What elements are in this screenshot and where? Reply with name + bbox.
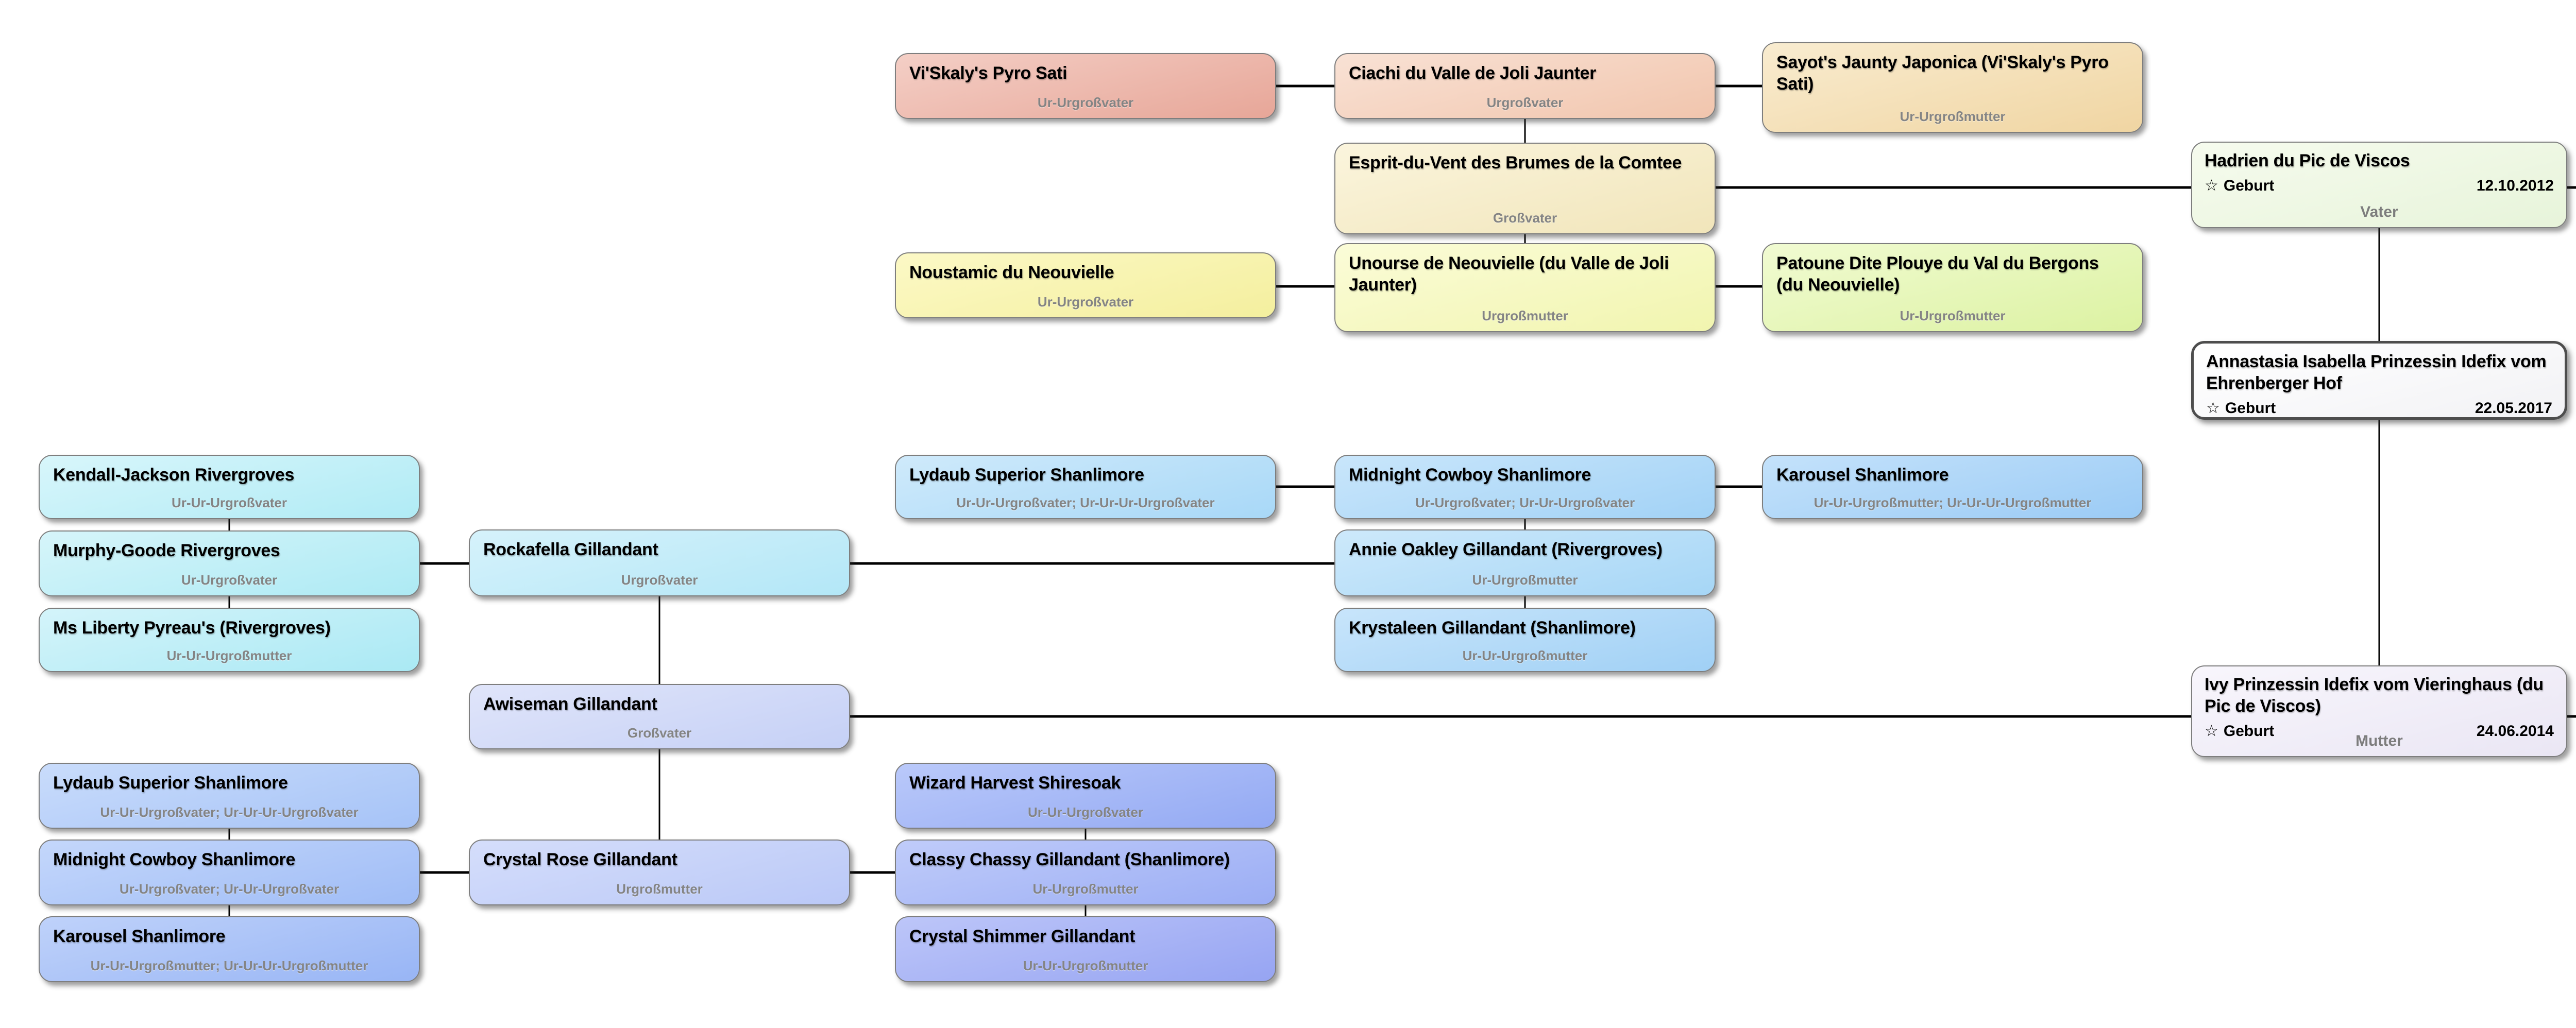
kinship-label: Ur-Urgroßmutter [1900,308,2006,323]
kinship-label: Urgroßvater [1486,95,1564,110]
pedigree-node-hadrien[interactable]: Hadrien du Pic de Viscos ☆ Geburt 12.10.201… [2191,142,2567,228]
pedigree-node-ms-liberty[interactable]: Ms Liberty Pyreau's (Rivergroves) Ur-Ur-U… [39,608,420,672]
kinship-label: Ur-Urgroßvater; Ur-Ur-Urgroßvater [119,881,340,897]
kinship-label: Urgroßmutter [616,881,703,897]
kinship-label: Ur-Ur-Urgroßmutter [166,648,292,663]
kinship-label: Urgroßmutter [1482,308,1568,323]
kinship-label: Ur-Ur-Urgroßvater [1028,804,1143,820]
pedigree-node-sayot[interactable]: Sayot's Jaunty Japonica (Vi'Skaly's Pyro… [1762,42,2143,133]
kinship-label: Ur-Urgroßmutter [1472,572,1578,588]
dog-name: Midnight Cowboy Shanlimore [53,850,296,869]
kinship-label: Ur-Ur-Urgroßvater [172,495,287,510]
kinship-label: Großvater [627,725,692,741]
kinship-label: Ur-Ur-Urgroßmutter [1023,958,1148,973]
birth-word: Geburt [2223,723,2275,740]
dog-name: Sayot's Jaunty Japonica (Vi'Skaly's Pyro… [1776,53,2109,94]
dog-name: Midnight Cowboy Shanlimore [1349,465,1591,485]
dog-name: Murphy-Goode Rivergroves [53,541,280,560]
pedigree-node-classy-chassy[interactable]: Classy Chassy Gillandant (Shanlimore) Ur-… [895,839,1276,905]
dog-name: Ivy Prinzessin Idefix vom Vieringhaus (d… [2205,675,2544,716]
dog-name: Hadrien du Pic de Viscos [2205,151,2410,170]
relation-label: Vater [2360,203,2398,220]
birth-date: 22.05.2017 [2475,400,2552,417]
dog-name: Wizard Harvest Shiresoak [909,773,1121,793]
kinship-label: Ur-Urgroßmutter [1032,881,1139,897]
dog-name: Patoune Dite Plouye du Val du Bergons (d… [1776,253,2099,295]
dog-name: Krystaleen Gillandant (Shanlimore) [1349,618,1636,638]
birth-star-icon: ☆ [2206,400,2220,417]
kinship-label: Ur-Ur-Urgroßmutter; Ur-Ur-Ur-Urgroßmutte… [1814,495,2092,510]
kinship-label: Ur-Ur-Urgroßmutter [1462,648,1588,663]
birth-event-row: ☆ Geburt 12.10.2012 [2205,177,2554,195]
pedigree-node-ivy[interactable]: Ivy Prinzessin Idefix vom Vieringhaus (d… [2191,665,2567,757]
dog-name: Awiseman Gillandant [483,694,657,714]
birth-star-icon: ☆ [2205,177,2218,194]
birth-event-label: ☆ Geburt [2205,177,2274,195]
birth-event-label: ☆ Geburt [2206,399,2276,417]
dog-name: Unourse de Neouvielle (du Valle de Joli … [1349,253,1669,295]
kinship-label: Ur-Urgroßvater [1037,294,1134,310]
birth-date: 12.10.2012 [2476,177,2554,194]
dog-name: Annastasia Isabella Prinzessin Idefix vo… [2206,352,2547,393]
kinship-label: Urgroßvater [621,572,698,588]
kinship-label: Ur-Urgroßvater [1037,95,1134,110]
dog-name: Karousel Shanlimore [1776,465,1949,485]
dog-name: Lydaub Superior Shanlimore [909,465,1144,485]
birth-word: Geburt [2223,177,2275,194]
pedigree-node-patoune[interactable]: Patoune Dite Plouye du Val du Bergons (d… [1762,243,2143,332]
dog-name: Annie Oakley Gillandant (Rivergroves) [1349,540,1663,559]
birth-event-row: ☆ Geburt 22.05.2017 [2206,399,2552,417]
pedigree-node-krystaleen[interactable]: Krystaleen Gillandant (Shanlimore) Ur-Ur-… [1334,608,1716,672]
kinship-label: Ur-Urgroßmutter [1900,109,2006,124]
pedigree-node-annie-oakley[interactable]: Annie Oakley Gillandant (Rivergroves) Ur-… [1334,529,1716,596]
birth-date: 24.06.2014 [2476,723,2554,740]
pedigree-node-annastasia[interactable]: Annastasia Isabella Prinzessin Idefix vo… [2191,341,2567,420]
pedigree-node-unourse[interactable]: Unourse de Neouvielle (du Valle de Joli … [1334,243,1716,332]
birth-event-row: ☆ Geburt 24.06.2014 [2205,722,2554,740]
dog-name: Karousel Shanlimore [53,927,226,946]
kinship-label: Ur-Ur-Urgroßvater; Ur-Ur-Ur-Urgroßvater [956,495,1215,510]
kinship-label: Großvater [1493,210,1557,226]
birth-word: Geburt [2225,400,2276,417]
birth-star-icon: ☆ [2205,723,2218,740]
dog-name: Ms Liberty Pyreau's (Rivergroves) [53,618,331,638]
birth-event-label: ☆ Geburt [2205,722,2274,740]
dog-name: Ciachi du Valle de Joli Jaunter [1349,63,1597,83]
dog-name: Rockafella Gillandant [483,540,658,559]
kinship-label: Ur-Urgroßvater; Ur-Ur-Urgroßvater [1415,495,1635,510]
dog-name: Noustamic du Neouvielle [909,263,1114,282]
kinship-label: Ur-Ur-Urgroßvater; Ur-Ur-Ur-Urgroßvater [100,804,359,820]
dog-name: Lydaub Superior Shanlimore [53,773,288,793]
dog-name: Esprit-du-Vent des Brumes de la Comtee [1349,153,1682,173]
dog-name: Vi'Skaly's Pyro Sati [909,63,1067,83]
dog-name: Crystal Shimmer Gillandant [909,927,1136,946]
dog-name: Classy Chassy Gillandant (Shanlimore) [909,850,1230,869]
dog-name: Crystal Rose Gillandant [483,850,677,869]
relation-label: Mutter [2355,732,2403,749]
kinship-label: Ur-Ur-Urgroßmutter; Ur-Ur-Ur-Urgroßmutte… [90,958,368,973]
dog-name: Kendall-Jackson Rivergroves [53,465,295,485]
kinship-label: Ur-Urgroßvater [181,572,278,588]
